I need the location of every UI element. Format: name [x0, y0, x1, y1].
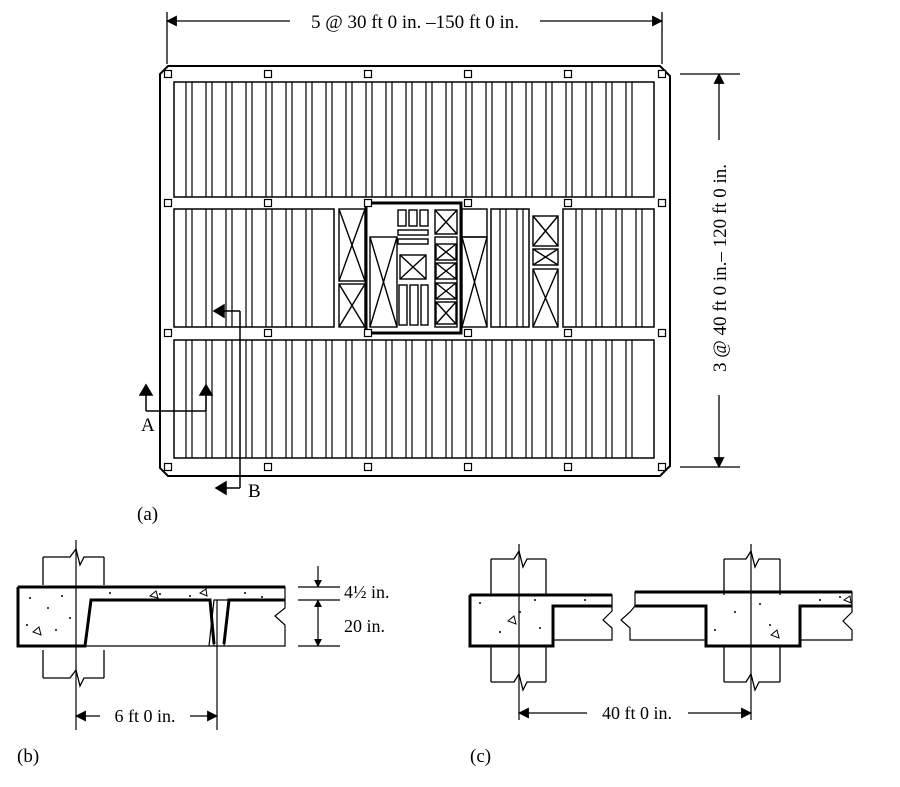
column-b — [42, 547, 105, 688]
slab-thickness-label: 4½ in. — [344, 582, 390, 602]
section-a-marker — [138, 383, 214, 412]
plan-outline — [159, 65, 671, 477]
plan-width-dimension: 5 @ 30 ft 0 in. –150 ft 0 in. — [165, 12, 664, 64]
column-marker — [657, 462, 667, 472]
section-b-figure-label: (b) — [17, 746, 39, 767]
section-b-label: B — [248, 481, 261, 502]
column-marker — [263, 462, 273, 472]
girder-span-dimension — [517, 544, 753, 720]
columns-c — [490, 549, 781, 692]
column-marker — [563, 198, 573, 208]
column-marker — [463, 328, 473, 338]
building-core — [338, 201, 559, 335]
joist-spacing-label: 6 ft 0 in. — [115, 706, 176, 726]
slab-depth-dimension — [298, 566, 340, 647]
column-marker — [363, 462, 373, 472]
column-marker — [163, 69, 173, 79]
column-marker — [263, 69, 273, 79]
joist-spacing-dimension — [74, 540, 219, 730]
plan-width-label: 5 @ 30 ft 0 in. –150 ft 0 in. — [311, 12, 519, 33]
concrete-aggregate — [26, 588, 263, 636]
joist-depth-label: 20 in. — [344, 616, 385, 636]
bay-row-3 — [173, 339, 655, 459]
bay-row-2-right — [562, 208, 655, 328]
column-marker — [363, 328, 373, 338]
joist-lines — [185, 82, 643, 458]
section-a-label: A — [141, 415, 155, 436]
column-marker — [463, 462, 473, 472]
column-marker — [563, 69, 573, 79]
floor-plan: 5 @ 30 ft 0 in. –150 ft 0 in. 3 @ 40 ft … — [137, 12, 740, 525]
section-b-detail: 4½ in. 20 in. 6 ft 0 in. (b) — [16, 540, 390, 767]
section-b-marker — [212, 303, 241, 496]
column-marker — [163, 198, 173, 208]
girder-span-label: 40 ft 0 in. — [602, 703, 672, 723]
column-marker — [657, 198, 667, 208]
column-marker — [263, 198, 273, 208]
column-marker — [657, 69, 667, 79]
plan-figure-label: (a) — [137, 504, 158, 525]
column-marker — [463, 69, 473, 79]
bay-row-1 — [173, 81, 655, 198]
column-marker — [363, 198, 373, 208]
section-c-figure-label: (c) — [470, 746, 491, 767]
bay-row-2-mid — [490, 208, 530, 328]
concrete-aggregate-c — [479, 595, 852, 639]
column-marker — [563, 462, 573, 472]
girder-right — [620, 591, 853, 647]
girder-left — [469, 594, 613, 647]
section-c-detail: 40 ft 0 in. (c) — [468, 544, 853, 767]
column-marker — [657, 328, 667, 338]
column-marker — [563, 328, 573, 338]
bay-row-2-left — [173, 208, 335, 328]
column-marker — [163, 462, 173, 472]
column-marker — [463, 198, 473, 208]
column-marker — [363, 69, 373, 79]
column-marker — [263, 328, 273, 338]
column-marker — [163, 328, 173, 338]
joist-slab-profile — [17, 586, 286, 647]
column-markers — [163, 69, 667, 472]
plan-height-label: 3 @ 40 ft 0 in.– 120 ft 0 in. — [710, 164, 731, 372]
plan-height-dimension: 3 @ 40 ft 0 in.– 120 ft 0 in. — [680, 72, 740, 469]
